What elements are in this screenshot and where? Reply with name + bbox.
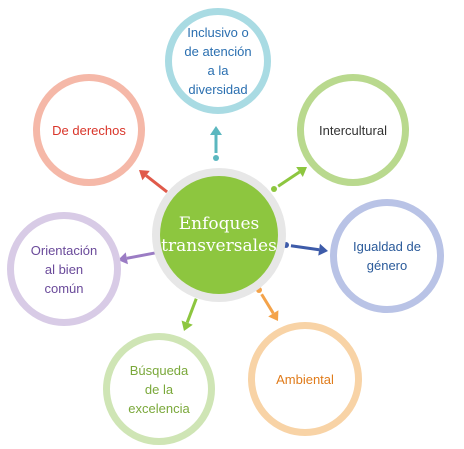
arrow-head-inclusivo	[210, 126, 222, 135]
arrow-head-ambiental	[268, 310, 279, 321]
node-igualdad: Igualdad de género	[330, 199, 444, 313]
arrow-line-derechos	[145, 174, 168, 194]
center-hub: Enfoques transversales	[152, 168, 286, 302]
arrow-line-ambiental	[260, 293, 275, 315]
arrow-line-busqueda	[185, 298, 198, 324]
node-derechos-label: De derechos	[52, 122, 126, 138]
arrow-head-igualdad	[318, 243, 328, 256]
node-busqueda: Búsqueda de la excelencia	[103, 333, 215, 445]
arrow-head-intercultural	[296, 167, 307, 177]
center-title: Enfoques transversales	[161, 214, 277, 256]
arrow-line-orientacion	[126, 251, 156, 260]
node-busqueda-label: Búsqueda de la excelencia	[128, 362, 190, 416]
node-intercultural: Intercultural	[297, 74, 409, 186]
arrow-dot-inclusivo	[213, 155, 219, 161]
node-igualdad-label: Igualdad de género	[353, 239, 421, 273]
arrow-head-busqueda	[181, 320, 193, 331]
arrow-dot-intercultural	[271, 186, 277, 192]
arrow-head-derechos	[139, 170, 150, 181]
node-orientacion: Orientación al bien común	[7, 212, 121, 326]
node-derechos: De derechos	[33, 74, 145, 186]
node-intercultural-label: Intercultural	[319, 122, 387, 138]
arrow-line-intercultural	[277, 170, 301, 188]
node-ambiental-label: Ambiental	[276, 371, 334, 387]
arrow-line-igualdad	[290, 244, 320, 252]
node-inclusivo: Inclusivo o de atención a la diversidad	[165, 8, 271, 114]
center-circle: Enfoques transversales	[160, 176, 278, 294]
arrow-head-orientacion	[118, 252, 128, 265]
node-orientacion-label: Orientación al bien común	[30, 242, 98, 296]
node-inclusivo-label: Inclusivo o de atención a la diversidad	[184, 25, 252, 97]
node-ambiental: Ambiental	[248, 322, 362, 436]
